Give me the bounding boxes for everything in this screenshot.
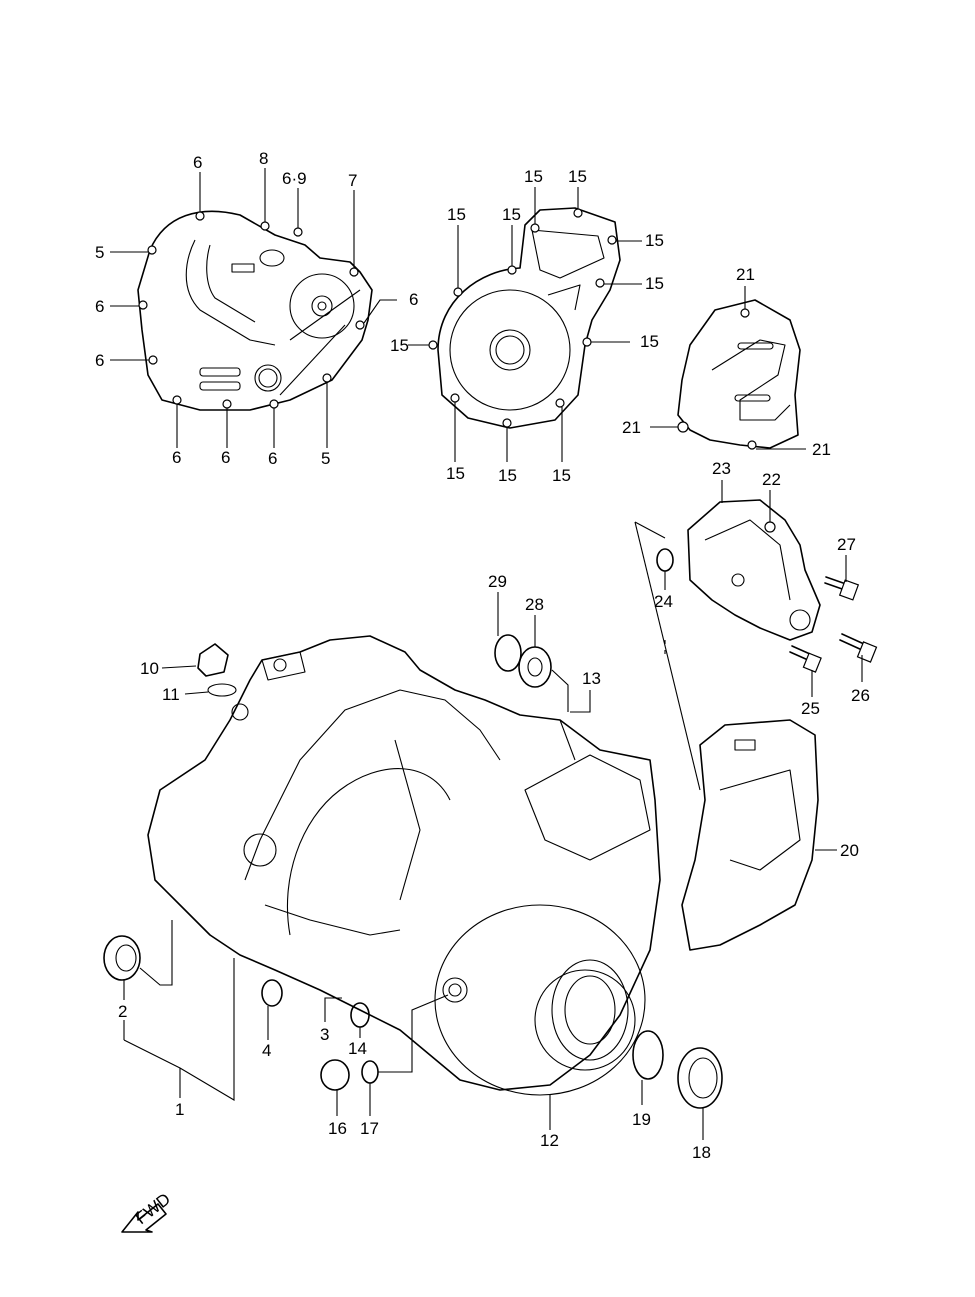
crankcase [147, 635, 661, 1096]
callout: 6 [95, 351, 104, 370]
fwd-label: FWD [132, 1189, 174, 1228]
callout: 15 [645, 231, 664, 250]
bearing-28 [518, 646, 552, 688]
o-ring-19 [632, 1030, 664, 1080]
callout: 6 [193, 153, 202, 172]
generator-cover [437, 207, 621, 429]
callout: 7 [348, 171, 357, 190]
clutch-cover [137, 210, 373, 411]
callout: 6·9 [282, 169, 307, 188]
sprocket-guard [681, 719, 819, 951]
sprocket-cover [677, 299, 801, 449]
callout: 24 [654, 592, 673, 611]
plug-2 [103, 935, 141, 981]
bolt-26 [839, 633, 878, 663]
callout: 6 [221, 448, 230, 467]
callout: 29 [488, 572, 507, 591]
callout: 6 [268, 449, 277, 468]
callout: 6 [172, 448, 181, 467]
callout: 21 [736, 265, 755, 284]
callout: 21 [622, 418, 641, 437]
oil-filler-cap [197, 643, 237, 697]
callout: 15 [524, 167, 543, 186]
bolt-holes [138, 208, 776, 533]
callout: 17 [360, 1119, 379, 1138]
clutch-release-cover [687, 499, 821, 641]
callout: 20 [840, 841, 859, 860]
callout: 10 [140, 659, 159, 678]
callout: 23 [712, 459, 731, 478]
callout: 13 [582, 669, 601, 688]
callout: 15 [498, 466, 517, 485]
callout: 6 [95, 297, 104, 316]
callout: 15 [446, 464, 465, 483]
cap-18 [677, 1047, 723, 1109]
callout: 2 [118, 1002, 127, 1021]
callout: 25 [801, 699, 820, 718]
callout: 15 [640, 332, 659, 351]
callout: 22 [762, 470, 781, 489]
dowel-4 [261, 979, 283, 1007]
bolt-25 [789, 645, 822, 673]
callout: 19 [632, 1110, 651, 1129]
callout: 21 [812, 440, 831, 459]
callout: 15 [502, 205, 521, 224]
callout: 16 [328, 1119, 347, 1138]
callout: 8 [259, 149, 268, 168]
dowel-24 [656, 548, 674, 572]
callout: 15 [568, 167, 587, 186]
callout: 3 [320, 1025, 329, 1044]
oil-seal-29 [494, 634, 522, 672]
callout: 26 [851, 686, 870, 705]
callout-labels: 6 8 6·9 7 5 6 6 6 6 6 6 5 15 15 15 15 15… [95, 149, 870, 1162]
bolt-27 [824, 576, 860, 601]
callout: 15 [390, 336, 409, 355]
callout: 5 [321, 449, 330, 468]
callout: 14 [348, 1039, 367, 1058]
leader-lines [110, 168, 863, 1140]
callout: 4 [262, 1041, 271, 1060]
callout: 28 [525, 595, 544, 614]
callout: 15 [552, 466, 571, 485]
callout: 12 [540, 1131, 559, 1150]
callout: 5 [95, 243, 104, 262]
callout: 11 [162, 685, 180, 704]
gasket-17 [361, 1060, 379, 1084]
callout: 1 [175, 1100, 184, 1119]
callout: 27 [837, 535, 856, 554]
callout: 18 [692, 1143, 711, 1162]
drain-plug-16 [320, 1059, 350, 1091]
callout: 15 [447, 205, 466, 224]
dowel-14 [350, 1002, 370, 1028]
callout: 6 [409, 290, 418, 309]
forward-arrow-icon: FWD [121, 1189, 174, 1233]
callout: 15 [645, 274, 664, 293]
